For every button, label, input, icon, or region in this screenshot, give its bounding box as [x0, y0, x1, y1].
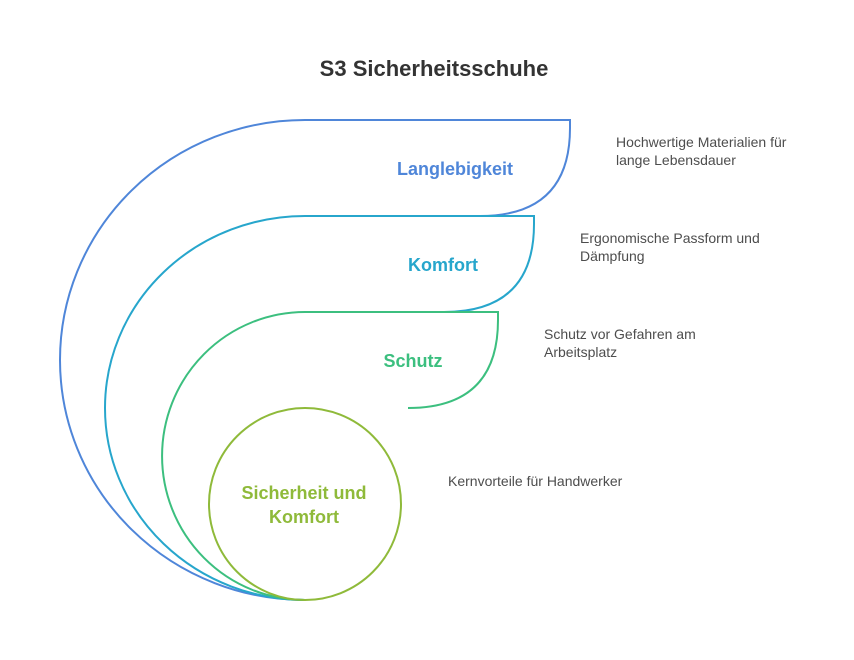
- description-line: Dämpfung: [580, 248, 645, 264]
- description-komfort: Ergonomische Passform und Dämpfung: [580, 229, 760, 265]
- layer-label-langlebigkeit: Langlebigkeit: [397, 159, 513, 179]
- description-line: Schutz vor Gefahren am: [544, 326, 696, 342]
- layer-label-komfort: Komfort: [408, 255, 478, 275]
- layer-label-schutz: Schutz: [383, 351, 442, 371]
- description-core: Kernvorteile für Handwerker: [448, 472, 622, 490]
- layer-shape-komfort: [104, 215, 535, 601]
- description-schutz: Schutz vor Gefahren am Arbeitsplatz: [544, 325, 696, 361]
- description-line: Ergonomische Passform und: [580, 230, 760, 246]
- core-label-line-1: Sicherheit und: [241, 483, 366, 503]
- layer-shape-schutz: [161, 311, 499, 601]
- layer-shape-langlebigkeit: [59, 119, 571, 601]
- description-line: lange Lebensdauer: [616, 152, 736, 168]
- core-label-line-2: Komfort: [269, 507, 339, 527]
- core-circle: [208, 407, 402, 601]
- description-langlebigkeit: Hochwertige Materialien für lange Lebens…: [616, 133, 786, 169]
- description-line: Hochwertige Materialien für: [616, 134, 787, 150]
- description-line: Arbeitsplatz: [544, 344, 618, 360]
- diagram-title: S3 Sicherheitsschuhe: [320, 56, 549, 81]
- description-line: Kernvorteile für Handwerker: [448, 473, 623, 489]
